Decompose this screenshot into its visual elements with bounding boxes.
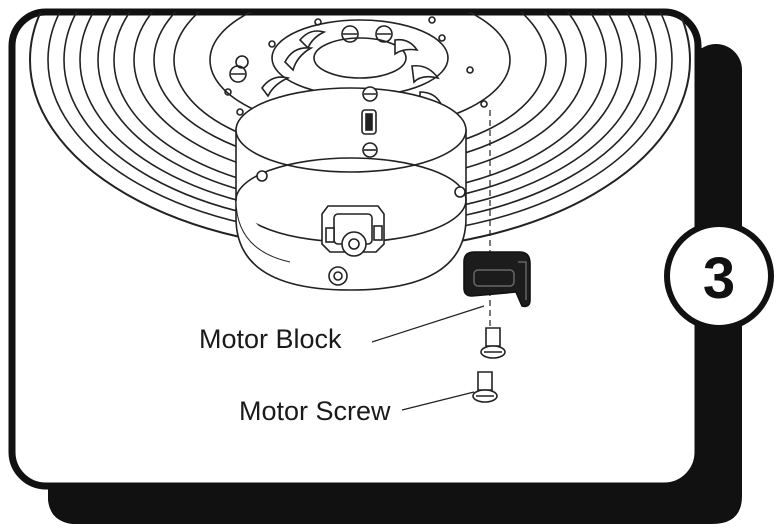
fan-illustration bbox=[29, 12, 691, 411]
motor-block-leader bbox=[371, 305, 485, 343]
motor-block bbox=[463, 251, 531, 308]
plate-screws bbox=[229, 25, 393, 83]
motor-screw-leader bbox=[401, 391, 475, 411]
motor-housing bbox=[235, 86, 467, 291]
step-number: 3 bbox=[703, 246, 735, 311]
motor-screw-label: Motor Screw bbox=[239, 396, 391, 426]
step-badge: 3 bbox=[664, 221, 774, 331]
motor-block-label: Motor Block bbox=[199, 324, 342, 354]
motor-screw-2 bbox=[472, 371, 498, 403]
motor-screw-1 bbox=[480, 327, 506, 359]
